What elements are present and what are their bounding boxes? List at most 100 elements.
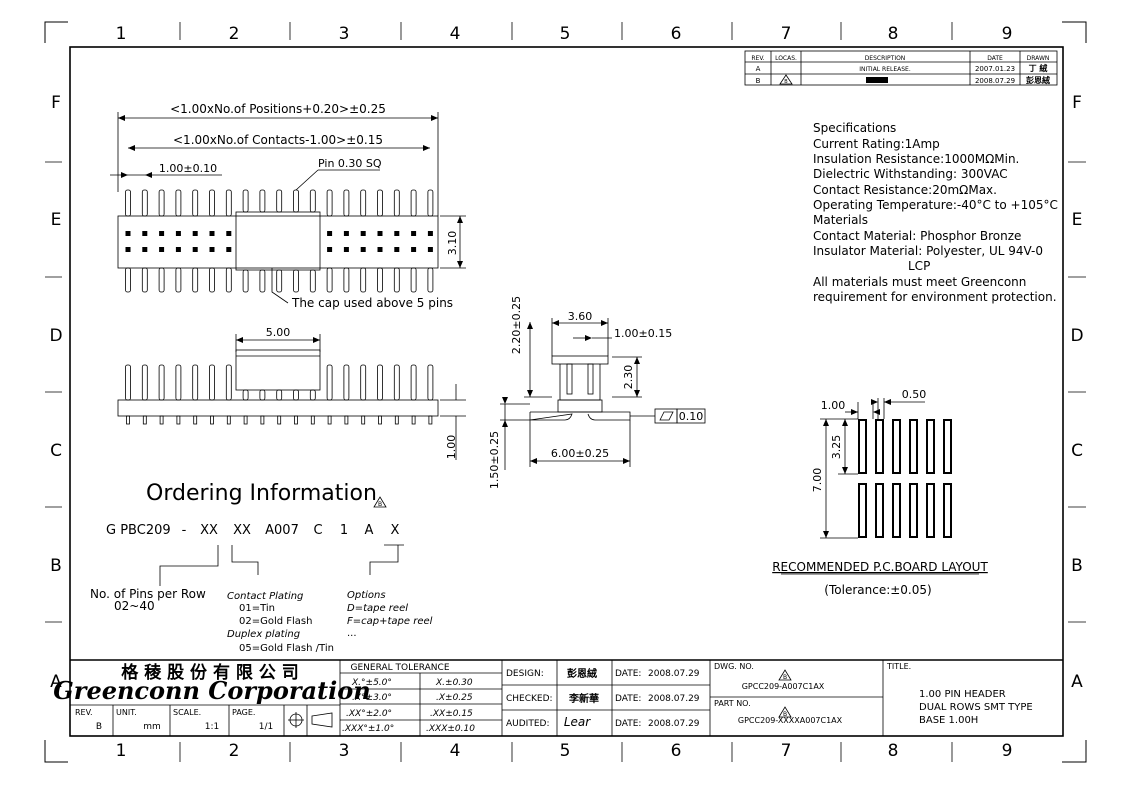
pin-bottom [209,267,215,293]
revision-table: REV. LOCAS. DESCRIPTION DATE DRAWN A INI… [744,50,1058,86]
date-value: 2008.07.29 [648,669,700,679]
row-label: A [50,672,62,692]
pin-hole [175,247,181,252]
col-label: 9 [1002,741,1013,761]
col-label: 2 [229,741,240,761]
side-pin-tail [159,415,164,425]
plating-title: Contact Plating [227,591,303,602]
side-pin-tail [176,415,181,425]
dim-side-100: 1.00 [445,435,458,460]
option-item: ... [347,628,357,639]
row-label: C [50,441,62,461]
dim-positions: <1.00xNo.of Positions+0.20>±0.25 [170,102,386,116]
date-value: 2008.07.29 [648,719,700,729]
pin-hole [427,231,433,236]
unit-label: UNIT. [116,708,137,717]
side-pin-tail [243,415,248,425]
code-part: XX [200,523,218,538]
col-label: 8 [888,741,899,761]
side-pin-tail [294,415,298,425]
rev-header: DESCRIPTION [865,55,906,62]
side-pin-tail [226,415,231,425]
pin-bottom [259,269,266,293]
pin-hole [327,231,333,236]
pin-hole [360,231,366,236]
pin-hole [360,247,366,252]
side-pin [393,364,400,401]
pin-top [377,189,383,217]
tolerance-cell: .X±0.25 [436,693,473,703]
pin-top [309,189,316,213]
pin-top [276,189,283,213]
revision-triangle-icon [778,706,792,718]
scale-label: SCALE. [173,708,201,717]
checked-label: CHECKED: [506,694,553,704]
pin-top [209,189,215,217]
side-pin-tail [142,415,147,425]
pin-bottom [309,269,316,293]
rev-header: DRAWN [1027,55,1050,62]
side-pin [175,364,182,401]
pin-hole [343,231,349,236]
col-label: 5 [560,741,571,761]
rev-cell: 2007.01.23 [975,65,1015,73]
spec-line: requirement for environment protection. [813,290,1057,304]
drawing-border [69,46,1064,737]
row-ticks [45,161,1086,623]
scale-value: 1:1 [205,722,219,732]
code-part: XX [233,523,251,538]
flatness-icon [659,411,674,421]
spec-line: Insulator Material: Polyester, UL 94V-0 [813,244,1043,258]
company-en: Greenconn Corporation [53,676,370,705]
rev-cell: 2008.07.29 [975,77,1015,85]
pin-hole [209,247,215,252]
pin-hole [159,231,165,236]
pin-bottom [242,269,249,293]
pin-top [393,189,400,217]
dim-height-310: 3.10 [446,231,459,256]
revision-triangle-icon [779,74,793,85]
pin-bottom [377,267,383,293]
rev-cell: INITIAL RELEASE. [859,66,911,73]
design-value: 彭恩絨 [567,667,597,680]
pcb-pad-inner [945,485,950,536]
side-pin [158,364,165,401]
side-pin [192,364,199,401]
pin-bottom [326,267,333,293]
rev-header: LOCAS. [775,55,797,62]
date-label: DATE: [615,719,641,729]
column-ticks [179,22,953,762]
pin-bottom [158,267,165,293]
spec-line: Insulation Resistance:1000MΩMin. [813,152,1019,166]
side-pin-tail [327,415,332,425]
code-part: A [365,523,374,538]
row-label: E [51,210,62,230]
pin-top [158,189,165,217]
code-part: X [391,523,400,538]
col-label: 6 [671,741,682,761]
side-pin-tail [126,415,130,425]
col-label: 1 [116,741,127,761]
pin-hole [125,247,131,252]
spec-line: Current Rating:1Amp [813,137,940,151]
side-pin-tail [411,415,416,425]
pin-top [410,189,417,217]
col-label: 1 [116,24,127,44]
pcb-pad-inner [894,421,899,472]
code-part: 1 [340,523,348,538]
pin-hole [394,247,400,252]
pin-bottom [175,267,182,293]
checked-value: 李新華 [568,692,599,705]
col-label: 6 [671,24,682,44]
pcb-pad-inner [877,421,882,472]
rev-header: REV. [751,55,764,62]
pin-bottom [125,267,131,293]
pin-top [326,189,333,217]
col-label: 2 [229,24,240,44]
pin-top [125,189,131,217]
title-line: 1.00 PIN HEADER [919,689,1006,700]
row-label: D [49,326,62,346]
tolerance-title: GENERAL TOLERANCE [350,663,449,673]
part-rev-mark: B [783,711,787,718]
pin-top [225,189,232,217]
